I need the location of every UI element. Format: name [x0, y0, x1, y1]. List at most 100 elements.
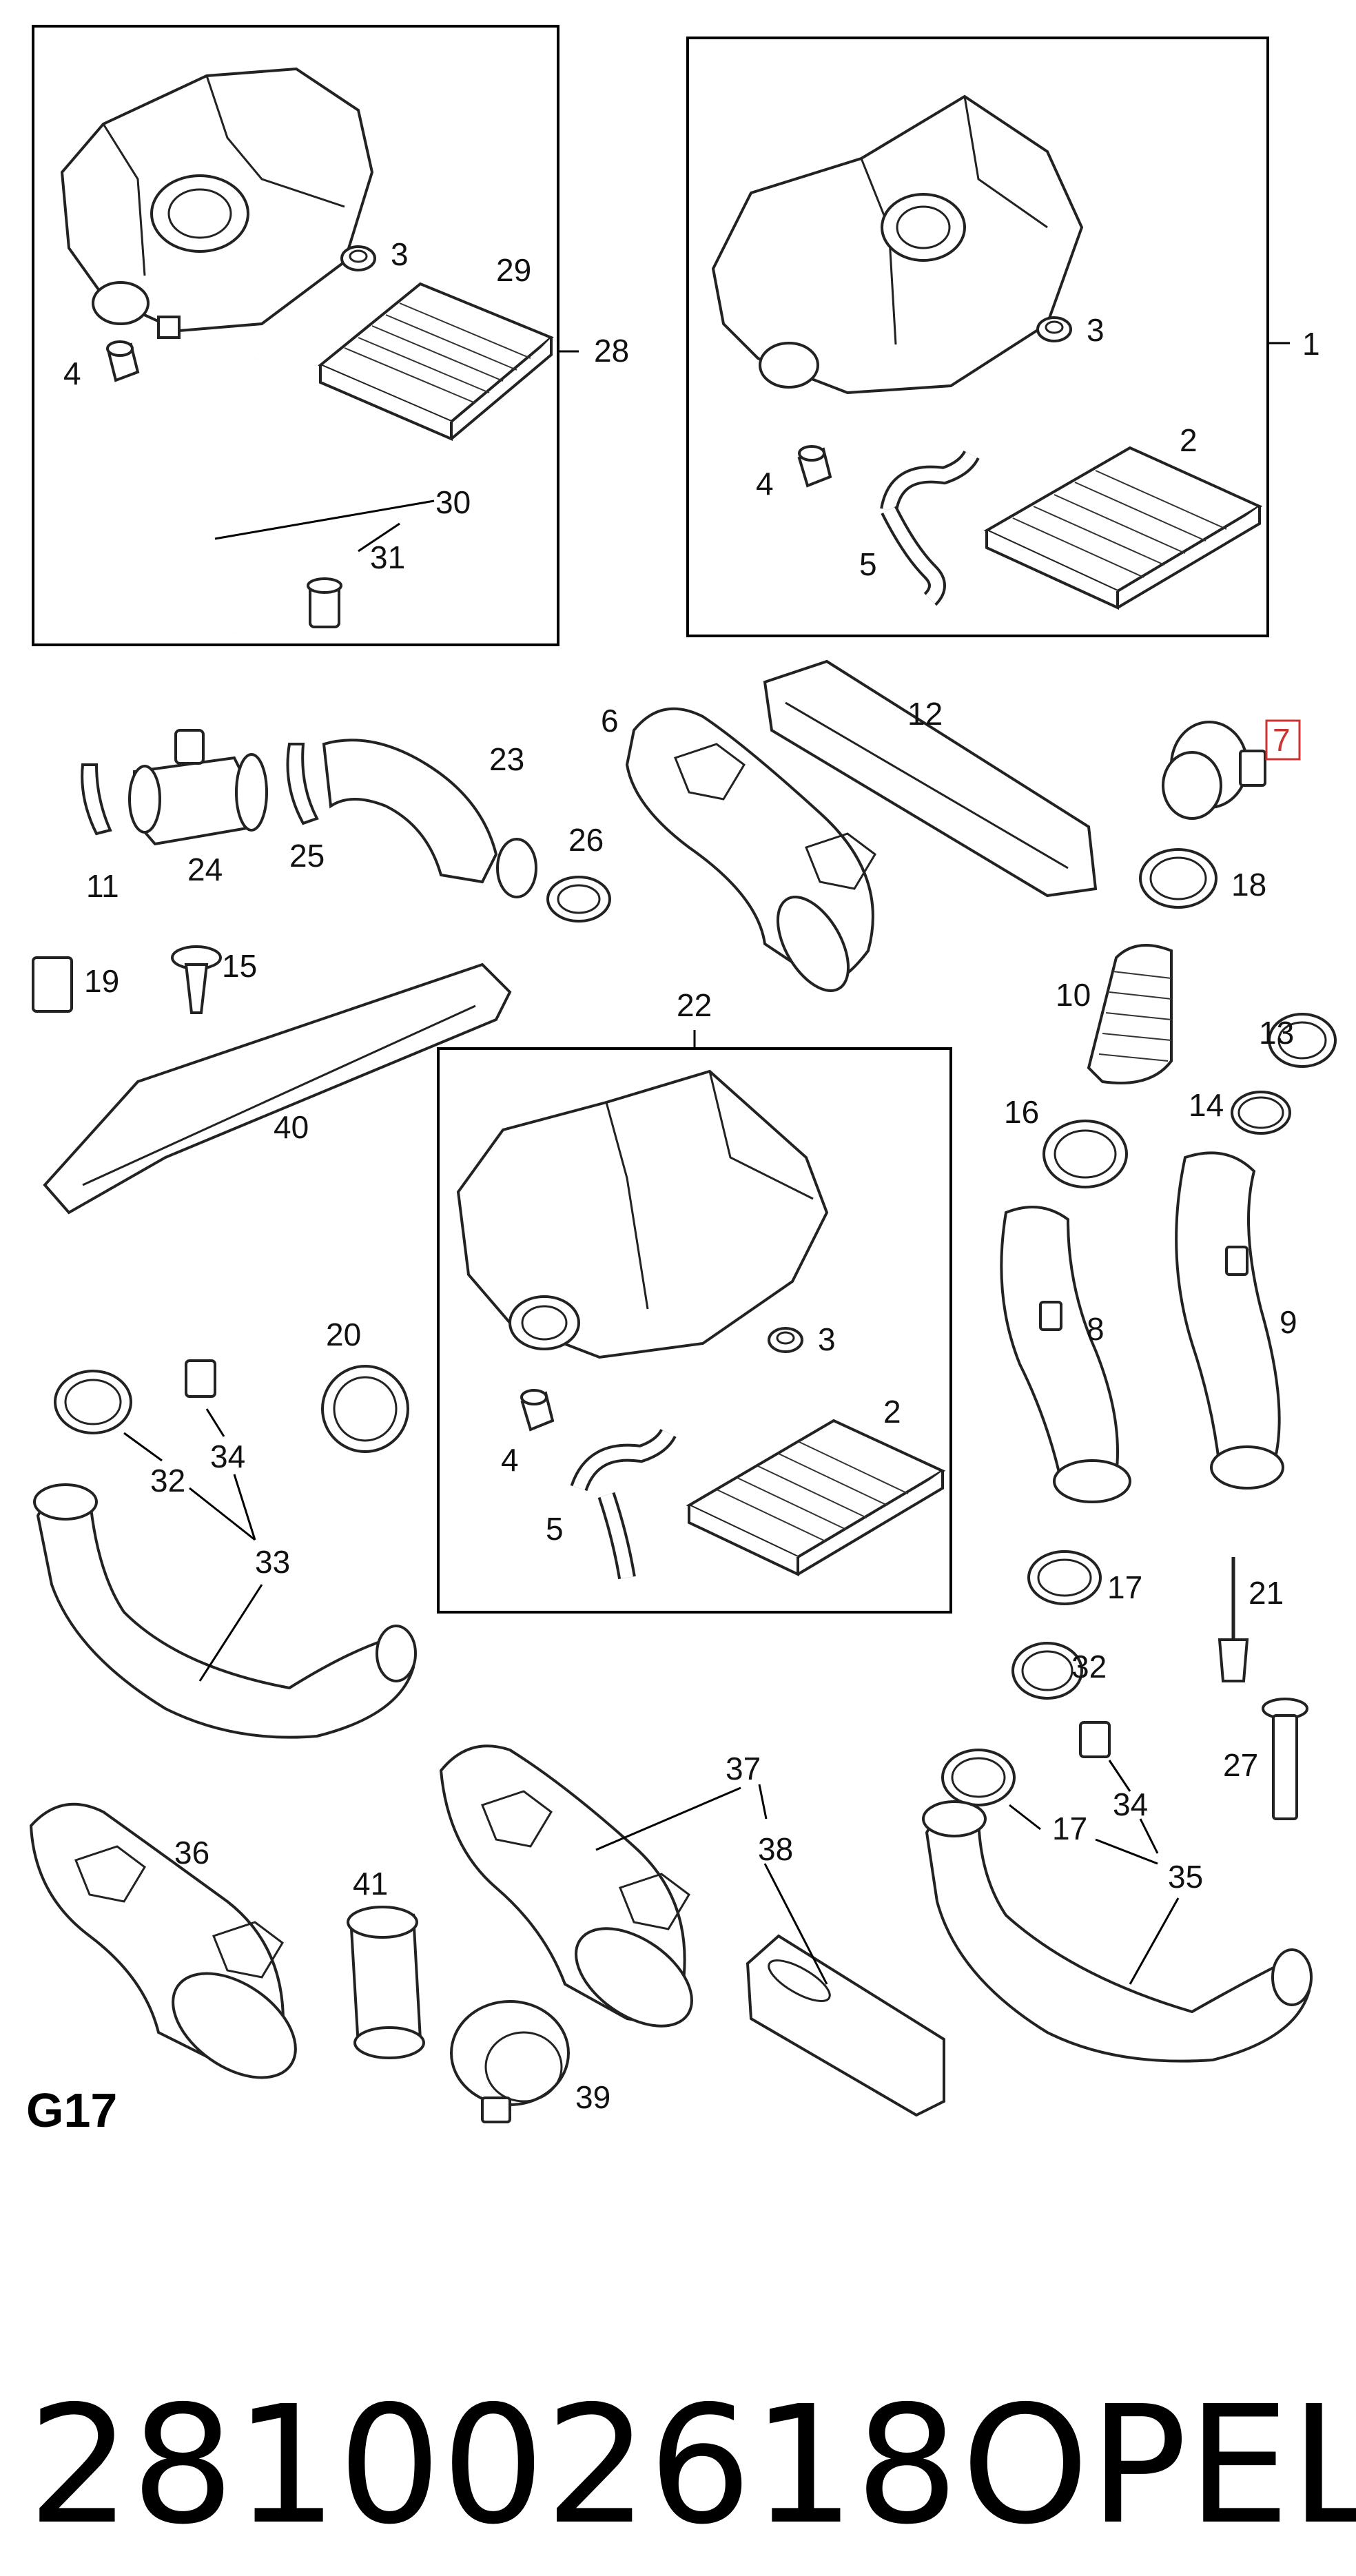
air-cleaner-housing-28: [60, 67, 374, 339]
bush-4-box1: [797, 445, 832, 488]
callout-32-left: 32: [150, 1463, 185, 1498]
callout-12: 12: [907, 696, 943, 732]
hose-5-box1: [880, 450, 980, 606]
bellows-41: [347, 1906, 425, 2059]
clamp-18: [1139, 848, 1218, 909]
callout-3-box28: 3: [391, 236, 409, 272]
air-mass-meter-39: [450, 2000, 570, 2123]
callout-16: 16: [1004, 1094, 1039, 1130]
callout-34-right: 34: [1113, 1786, 1148, 1822]
clip-34-right: [1079, 1721, 1111, 1758]
callout-17-bottom: 17: [1052, 1811, 1087, 1846]
section-code: G17: [26, 2083, 117, 2137]
clip-19: [32, 956, 73, 1013]
callout-37: 37: [726, 1751, 761, 1786]
shield-38: [746, 1934, 945, 2117]
grommet-3-box1: [1036, 316, 1072, 342]
callout-35: 35: [1168, 1859, 1203, 1895]
callout-40: 40: [274, 1109, 309, 1145]
filter-element-2-box1: [983, 446, 1263, 610]
callout-34-left: 34: [210, 1439, 245, 1474]
callout-20: 20: [326, 1317, 361, 1352]
callout-41: 41: [353, 1866, 388, 1902]
bracket-40: [43, 962, 512, 1215]
callout-23: 23: [489, 741, 524, 777]
hose-5-box22: [570, 1428, 677, 1580]
callout-25: 25: [289, 838, 325, 874]
callout-8: 8: [1087, 1311, 1105, 1347]
callout-33: 33: [255, 1544, 290, 1580]
callout-5-box1: 5: [859, 546, 877, 582]
clamp-25: [286, 743, 319, 825]
drain-hose-30: [229, 358, 258, 635]
callout-3-box22: 3: [818, 1321, 836, 1357]
pipe-8: [1000, 1206, 1131, 1503]
callout-31: 31: [370, 539, 405, 575]
duct-37: [439, 1744, 693, 2028]
bolt-27: [1262, 1698, 1308, 1820]
seal-13: [1268, 1013, 1337, 1068]
callout-5-box22: 5: [546, 1511, 564, 1547]
clamp-16: [1042, 1120, 1128, 1188]
pipe-35: [922, 1800, 1313, 2063]
clamp-32-left: [54, 1370, 132, 1434]
clamp-32-right: [1011, 1642, 1083, 1700]
callout-11: 11: [86, 868, 119, 904]
callout-15: 15: [222, 948, 257, 984]
callout-29: 29: [496, 252, 531, 288]
push-rivet-15: [171, 945, 222, 1014]
callout-32-right: 32: [1071, 1649, 1107, 1684]
duct-6: [625, 707, 876, 992]
callout-10: 10: [1056, 977, 1091, 1013]
callout-36: 36: [174, 1835, 209, 1871]
clamp-26: [546, 876, 611, 923]
callout-39: 39: [575, 2079, 610, 2115]
callout-21: 21: [1249, 1575, 1284, 1611]
callout-7: 7: [1273, 722, 1291, 758]
callout-3-box1: 3: [1087, 312, 1105, 348]
callout-1: 1: [1302, 326, 1320, 362]
filter-element-2-box22: [686, 1419, 946, 1577]
air-cleaner-housing-1: [711, 94, 1084, 395]
callout-2-box22: 2: [883, 1394, 901, 1430]
callout-2-box1: 2: [1180, 422, 1198, 458]
callout-4-box22: 4: [501, 1442, 519, 1478]
callout-14: 14: [1189, 1087, 1224, 1123]
callout-4-box1: 4: [756, 466, 774, 502]
grommet-3-box28: [340, 245, 376, 271]
clamp-17-bottom: [941, 1749, 1016, 1806]
callout-26: 26: [568, 822, 604, 858]
callout-6: 6: [601, 703, 619, 739]
filter-element-29: [318, 282, 554, 442]
callout-24: 24: [187, 852, 223, 887]
clip-34-left: [185, 1359, 216, 1398]
bellows-10: [1087, 944, 1173, 1084]
pipe-9: [1175, 1151, 1284, 1490]
air-mass-meter-7: [1162, 721, 1266, 820]
o-ring-14: [1231, 1091, 1291, 1135]
bush-4-box28: [106, 340, 140, 382]
part-number: 281002618: [28, 2371, 958, 2560]
callout-17-right: 17: [1107, 1569, 1142, 1605]
callout-30: 30: [435, 484, 471, 520]
callout-38: 38: [758, 1831, 793, 1867]
bush-4-box22: [520, 1389, 555, 1432]
clamp-17-right: [1027, 1550, 1102, 1605]
brand-name: OPEL: [961, 2371, 1356, 2560]
clamp-11: [81, 763, 112, 836]
assembly-box-28: [32, 25, 559, 646]
grommet-3-box22: [768, 1327, 803, 1353]
callout-4-box28: 4: [63, 356, 81, 391]
bracket-12: [763, 659, 1098, 898]
air-cleaner-housing-22: [456, 1069, 829, 1359]
seal-20: [321, 1365, 409, 1453]
callout-9: 9: [1280, 1304, 1297, 1340]
callout-28: 28: [594, 333, 629, 369]
callout-22: 22: [677, 987, 712, 1023]
pipe-33: [33, 1483, 417, 1739]
callout-13: 13: [1259, 1015, 1294, 1051]
callout-18: 18: [1231, 867, 1266, 903]
bellows-23: [322, 739, 537, 898]
rivet-21: [1218, 1557, 1249, 1682]
